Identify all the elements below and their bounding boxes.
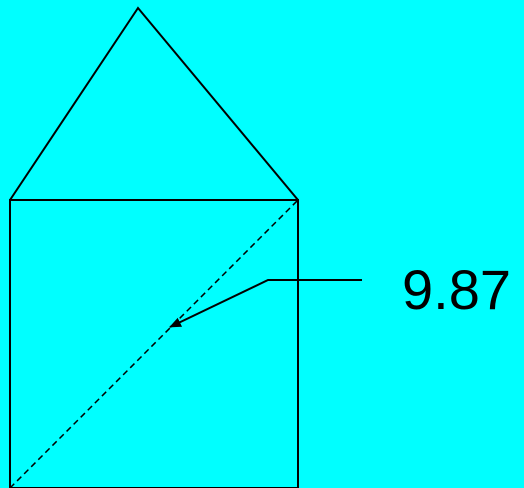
square [9,199,299,488]
diagonal-length-label: 9.87 [402,258,511,321]
leader-arrow [169,279,362,328]
square-diagonal [9,199,299,488]
roof-triangle [9,6,299,201]
